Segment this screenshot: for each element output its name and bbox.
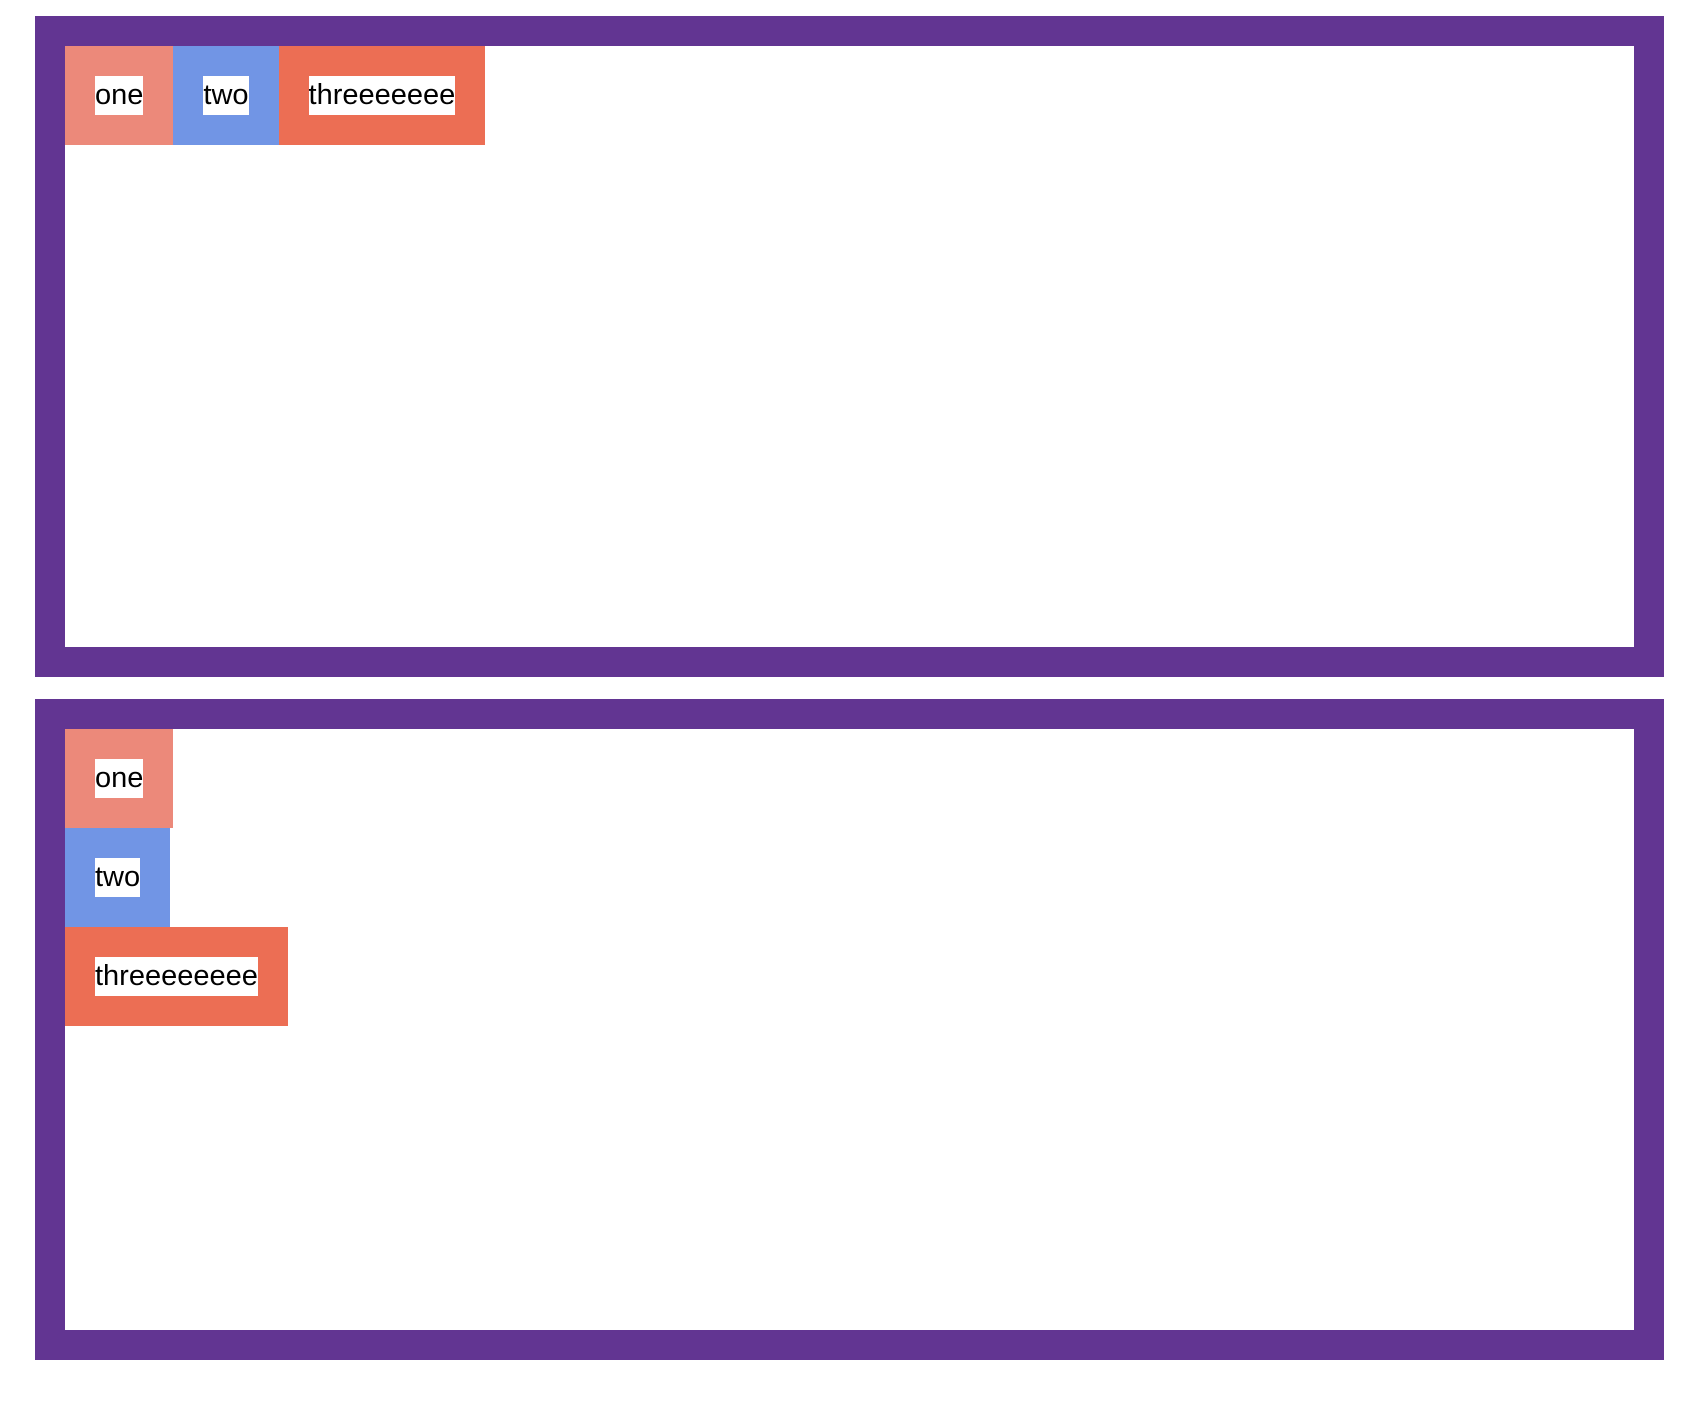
flex-item-label: two [203, 76, 249, 115]
flex-item-two: two [65, 828, 171, 927]
flex-item-label: one [95, 76, 144, 115]
flex-item-three: threeeeeeee [65, 927, 288, 1026]
flex-item-one: one [65, 729, 174, 828]
flex-container-row: one two threeeeeee [35, 16, 1664, 677]
flex-item-label: threeeeeee [308, 76, 456, 115]
flex-items-column: one two threeeeeeee [65, 729, 1634, 1026]
flex-item-label: two [95, 858, 141, 897]
flex-item-label: one [95, 759, 144, 798]
flex-item-label: threeeeeeee [95, 957, 258, 996]
flex-items-row: one two threeeeeee [65, 46, 1634, 145]
flex-container-column: one two threeeeeeee [35, 699, 1664, 1360]
flex-item-two: two [173, 46, 279, 145]
flex-item-one: one [65, 46, 174, 145]
flex-item-three: threeeeeee [278, 46, 486, 145]
